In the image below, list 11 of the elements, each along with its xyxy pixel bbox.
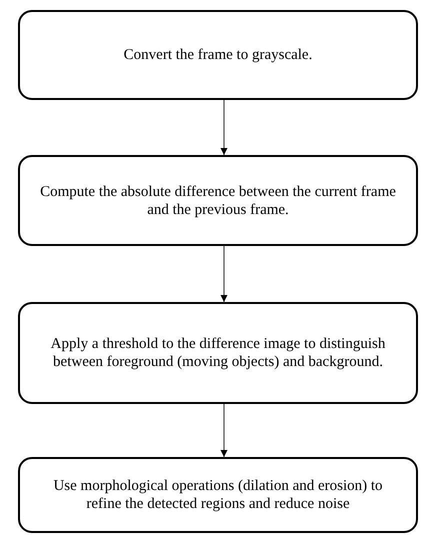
arrow <box>220 100 228 155</box>
step-text: Convert the frame to grayscale. <box>122 46 314 64</box>
process-box <box>18 457 418 533</box>
step-text: Apply a threshold to the difference image to distinguish between foreground (moving objects) and background. <box>50 335 386 371</box>
arrow <box>220 246 228 302</box>
step-text: Use morphological operations (dilation and erosion) to refine the detected regions and reduce noise <box>52 477 384 513</box>
process-box <box>18 155 418 246</box>
process-box <box>18 10 418 100</box>
process-box <box>18 302 418 404</box>
step-text: Compute the absolute difference between the current frame and the previous frame. <box>39 182 397 218</box>
arrow <box>220 404 228 457</box>
